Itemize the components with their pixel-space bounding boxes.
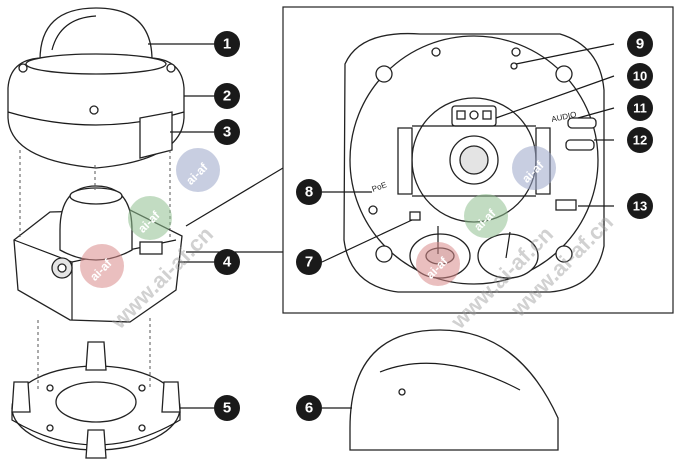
dome-cover [7, 7, 185, 169]
mounting-bracket [11, 341, 181, 459]
svg-text:4: 4 [223, 254, 232, 271]
callout-3: 3 [214, 119, 240, 145]
svg-text:12: 12 [633, 133, 647, 148]
callout-13: 13 [627, 193, 653, 219]
svg-text:3: 3 [223, 124, 231, 141]
svg-text:10: 10 [633, 69, 647, 84]
callout-12: 12 [627, 127, 653, 153]
svg-text:2: 2 [223, 88, 231, 105]
callout-11: 11 [627, 95, 653, 121]
callout-2: 2 [214, 83, 240, 109]
callout-6: 6 [296, 395, 322, 421]
callout-4: 4 [214, 249, 240, 275]
callout-7: 7 [296, 249, 322, 275]
leader-lines [148, 43, 615, 409]
callout-9: 9 [627, 31, 653, 57]
callout-10: 10 [627, 63, 653, 89]
svg-text:13: 13 [633, 199, 647, 214]
svg-text:9: 9 [636, 36, 644, 53]
camera-base-top-view [343, 32, 605, 293]
top-cover-piece [349, 329, 559, 451]
callout-5: 5 [214, 395, 240, 421]
svg-text:5: 5 [223, 400, 231, 417]
svg-text:11: 11 [633, 101, 647, 116]
svg-text:8: 8 [305, 184, 313, 201]
svg-text:7: 7 [305, 254, 313, 271]
svg-text:6: 6 [305, 400, 313, 417]
callout-8: 8 [296, 179, 322, 205]
callout-1: 1 [214, 31, 240, 57]
svg-text:1: 1 [223, 36, 231, 53]
